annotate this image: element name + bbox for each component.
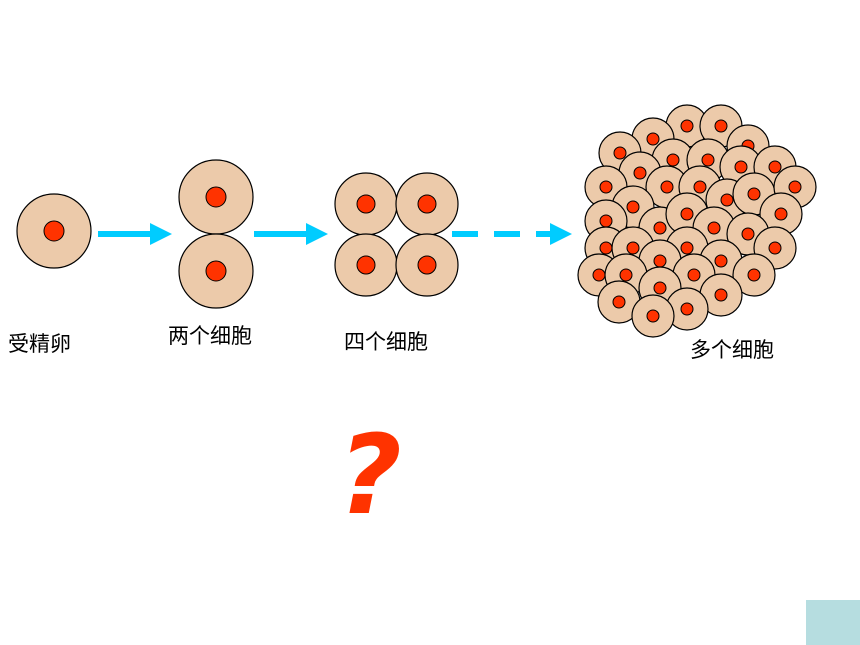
cell-nucleus: [592, 268, 606, 282]
cluster-cell-35: [699, 273, 743, 317]
cell-nucleus: [666, 153, 680, 167]
arrow-four-to-many: [452, 223, 572, 245]
arrow-head: [550, 223, 572, 245]
cell-nucleus: [205, 260, 227, 282]
cell-nucleus: [613, 146, 627, 160]
two-cells-label: 两个细胞: [168, 324, 252, 348]
cell-nucleus: [768, 160, 782, 174]
cell-nucleus: [626, 241, 640, 255]
cell-nucleus: [720, 193, 734, 207]
cell-nucleus: [701, 153, 715, 167]
cell-nucleus: [619, 268, 633, 282]
cell-nucleus: [599, 214, 613, 228]
arrows-layer: [98, 223, 572, 245]
arrow-two-to-four: [254, 223, 328, 245]
cell-nucleus: [680, 302, 694, 316]
cell-nucleus: [660, 180, 674, 194]
two-cell-top: [178, 159, 254, 235]
cell-nucleus: [653, 221, 667, 235]
question-mark: ?: [338, 411, 402, 539]
four-cell-tl: [334, 172, 398, 236]
four-cell-tr: [395, 172, 459, 236]
cell-nucleus: [774, 207, 788, 221]
arrow-head: [306, 223, 328, 245]
cells-layer: [16, 104, 817, 338]
cell-nucleus: [646, 309, 660, 323]
cell-nucleus: [747, 268, 761, 282]
cell-nucleus: [747, 187, 761, 201]
four-cell-bl: [334, 233, 398, 297]
cell-nucleus: [741, 227, 755, 241]
cell-nucleus: [707, 221, 721, 235]
cell-nucleus: [612, 295, 626, 309]
arrow-zygote-to-two: [98, 223, 172, 245]
cell-nucleus: [599, 241, 613, 255]
cell-nucleus: [356, 255, 376, 275]
cell-nucleus: [653, 281, 667, 295]
cell-nucleus: [599, 180, 613, 194]
cell-nucleus: [693, 180, 707, 194]
cluster-cell-33: [732, 253, 776, 297]
cell-nucleus: [205, 186, 227, 208]
cell-nucleus: [633, 166, 647, 180]
cluster-cell-36: [597, 280, 641, 324]
cell-nucleus: [734, 160, 748, 174]
cell-nucleus: [680, 119, 694, 133]
cell-nucleus: [714, 119, 728, 133]
zygote-label: 受精卵: [8, 332, 71, 356]
cell-nucleus: [417, 194, 437, 214]
cell-nucleus: [788, 180, 802, 194]
cell-nucleus: [356, 194, 376, 214]
many-cells-label: 多个细胞: [690, 338, 774, 362]
cell-nucleus: [680, 207, 694, 221]
next-slide-button[interactable]: [806, 600, 860, 645]
arrow-head: [150, 223, 172, 245]
cell-nucleus: [687, 268, 701, 282]
cell-nucleus: [714, 288, 728, 302]
four-cell-br: [395, 233, 459, 297]
cell-nucleus: [714, 254, 728, 268]
cell-nucleus: [43, 220, 65, 242]
zygote-cell: [16, 193, 92, 269]
cell-nucleus: [646, 132, 660, 146]
cell-nucleus: [626, 200, 640, 214]
four-cells-label: 四个细胞: [344, 330, 428, 354]
cell-nucleus: [653, 254, 667, 268]
cell-nucleus: [417, 255, 437, 275]
cluster-cell-37: [665, 287, 709, 331]
cell-nucleus: [680, 241, 694, 255]
cell-nucleus: [768, 241, 782, 255]
two-cell-bottom: [178, 233, 254, 309]
cluster-cell-38: [631, 294, 675, 338]
